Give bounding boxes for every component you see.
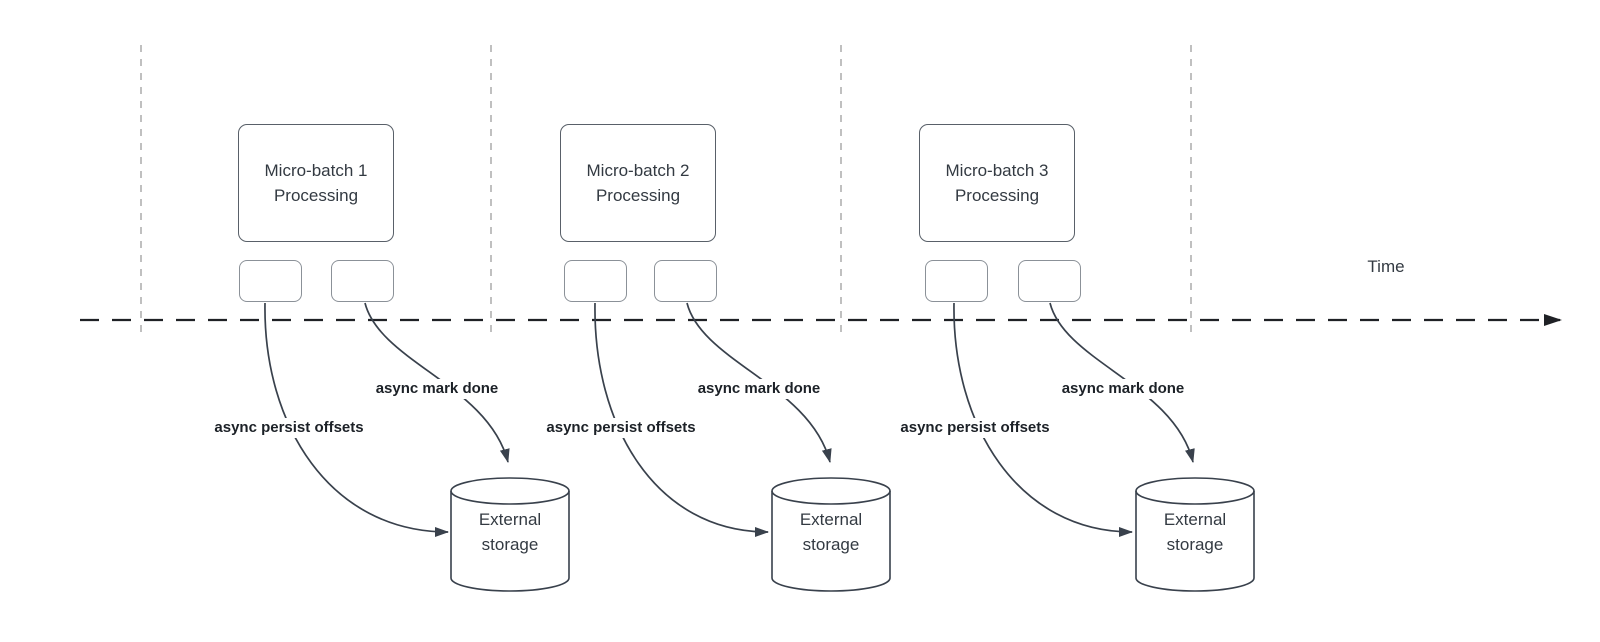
micro-batch-3-label: Micro-batch 3 Processing <box>945 161 1049 205</box>
mark-done-task-box-2 <box>654 260 717 302</box>
micro-batch-1-label: Micro-batch 1 Processing <box>264 161 368 205</box>
micro-batch-3-box: Micro-batch 3 Processing <box>919 124 1075 242</box>
mark-done-task-box-3 <box>1018 260 1081 302</box>
micro-batch-1-box: Micro-batch 1 Processing <box>238 124 394 242</box>
persist-offsets-arrow-3 <box>953 302 1133 537</box>
external-storage-cylinder-2 <box>771 477 891 592</box>
mark-done-arrow-2 <box>686 302 832 463</box>
micro-batch-2-label: Micro-batch 2 Processing <box>586 161 690 205</box>
persist-offsets-edge-label-3: async persist offsets <box>895 418 1055 438</box>
persist-offsets-edge-label-1: async persist offsets <box>209 418 369 438</box>
external-storage-label-1: External storage <box>478 510 542 554</box>
persist-offsets-edge-label-2: async persist offsets <box>541 418 701 438</box>
mark-done-arrow-1 <box>364 302 510 463</box>
external-storage-label-2: External storage <box>799 510 863 554</box>
external-storage-cylinder-1 <box>450 477 570 592</box>
time-axis-label: Time <box>1367 257 1405 276</box>
persist-task-box-2 <box>564 260 627 302</box>
external-storage-label-3: External storage <box>1163 510 1227 554</box>
micro-batch-2-box: Micro-batch 2 Processing <box>560 124 716 242</box>
mark-done-arrow-3 <box>1049 302 1195 463</box>
persist-task-box-1 <box>239 260 302 302</box>
mark-done-edge-label-2: async mark done <box>692 379 826 399</box>
persist-task-box-3 <box>925 260 988 302</box>
persist-offsets-arrow-2 <box>594 302 769 537</box>
mark-done-task-box-1 <box>331 260 394 302</box>
mark-done-edge-label-3: async mark done <box>1056 379 1190 399</box>
persist-offsets-arrow-1 <box>264 302 449 537</box>
external-storage-cylinder-3 <box>1135 477 1255 592</box>
mark-done-edge-label-1: async mark done <box>370 379 504 399</box>
